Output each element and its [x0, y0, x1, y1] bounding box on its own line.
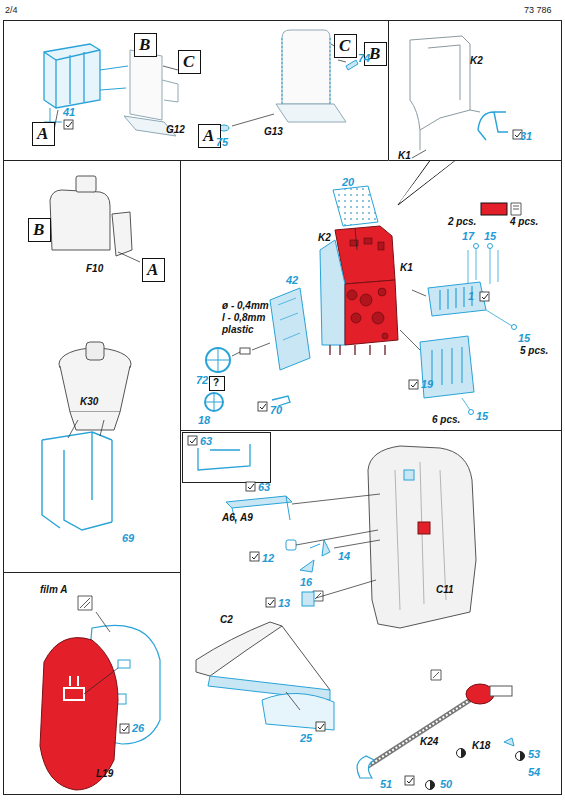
callout-number: 20: [342, 176, 354, 188]
part-name: L19: [96, 768, 113, 779]
reference-letter: C: [183, 53, 196, 70]
callout-number: 16: [300, 576, 312, 588]
checkbox-icons: [64, 120, 522, 785]
seat-g13: [219, 30, 358, 131]
note-text: plastic: [222, 324, 254, 335]
seat-f10: [42, 176, 140, 262]
control-stick: [357, 684, 514, 778]
boxed-letter: A: [142, 258, 165, 282]
part-name: K18: [472, 740, 490, 751]
callout-number: 70: [270, 404, 282, 416]
callout-number: 41: [63, 106, 75, 118]
part-name: F10: [86, 263, 103, 274]
callout-number: 42: [286, 274, 298, 286]
callout-number: 63: [258, 481, 270, 493]
note-text: 5 pcs.: [520, 345, 548, 356]
reference-letter: B: [139, 36, 152, 53]
note-text: l - 0,8mm: [222, 312, 265, 323]
callout-number: 14: [338, 550, 350, 562]
reference-letter: B: [369, 45, 382, 62]
reference-letter: A: [147, 261, 160, 278]
callout-number: 72: [196, 374, 208, 386]
paint-symbol: [481, 203, 507, 215]
callout-number: 13: [278, 597, 290, 609]
part-name: G12: [166, 124, 185, 135]
reference-letter: ?: [213, 378, 221, 388]
callout-number: 75: [216, 136, 228, 148]
callout-number: 25: [300, 732, 312, 744]
console-detail: [410, 36, 508, 158]
reference-letter: A: [37, 125, 50, 142]
callout-number: 15: [484, 230, 496, 242]
part-name: K1: [398, 150, 411, 161]
part-name: C2: [220, 614, 233, 625]
reference-letter: C: [339, 37, 352, 54]
boxed-letter: B: [28, 218, 51, 242]
callout-number: 17: [462, 230, 474, 242]
boxed-letter: C: [178, 50, 201, 74]
floor-c2: [196, 622, 334, 730]
callout-number: 69: [122, 532, 134, 544]
bend-symbol: [426, 749, 525, 790]
note-text: 6 pcs.: [432, 414, 460, 425]
seat-g12: [44, 44, 178, 136]
film-icon: [78, 203, 521, 783]
part-name: K30: [80, 396, 98, 407]
boxed-letter: B: [134, 33, 157, 57]
part-name: K2: [318, 232, 331, 243]
page-number: 2/4: [5, 6, 18, 16]
part-name: K24: [420, 736, 438, 747]
part-name: K2: [470, 55, 483, 66]
reference-letter: A: [203, 127, 216, 144]
note-text: film A: [40, 584, 67, 595]
armour-l19: [40, 612, 160, 790]
note-text: 4 pcs.: [510, 216, 538, 227]
page-number: 73 786: [524, 6, 552, 16]
panel-frames: [4, 21, 562, 795]
boxed-letter: A: [32, 122, 55, 146]
callout-number: 74: [358, 52, 370, 64]
callout-pointer: [389, 161, 562, 206]
note-text: 2 pcs.: [448, 216, 476, 227]
callout-number: 54: [528, 766, 540, 778]
bulkhead-c11: [198, 444, 476, 628]
callout-number: 50: [440, 778, 452, 790]
reference-letter: B: [33, 221, 46, 238]
callout-number: 18: [198, 414, 210, 426]
callout-number: 26: [132, 722, 144, 734]
callout-number: 53: [528, 748, 540, 760]
callout-number: 15: [518, 332, 530, 344]
instrument-console: [205, 186, 517, 415]
callout-number: 19: [421, 378, 433, 390]
seat-k30: [42, 342, 131, 530]
callout-number: 51: [380, 778, 392, 790]
callout-number: 31: [520, 130, 532, 142]
boxed-letter: ?: [209, 376, 225, 391]
part-name: C11: [436, 584, 454, 595]
callout-number: 12: [262, 552, 274, 564]
note-text: ø - 0,4mm: [222, 300, 269, 311]
callout-number: 63: [200, 435, 212, 447]
part-name: G13: [264, 126, 283, 137]
callout-number: 15: [476, 410, 488, 422]
boxed-letter: C: [334, 34, 357, 58]
callout-number: 1: [468, 290, 474, 302]
part-name: A6, A9: [222, 512, 253, 523]
part-name: K1: [400, 262, 413, 273]
